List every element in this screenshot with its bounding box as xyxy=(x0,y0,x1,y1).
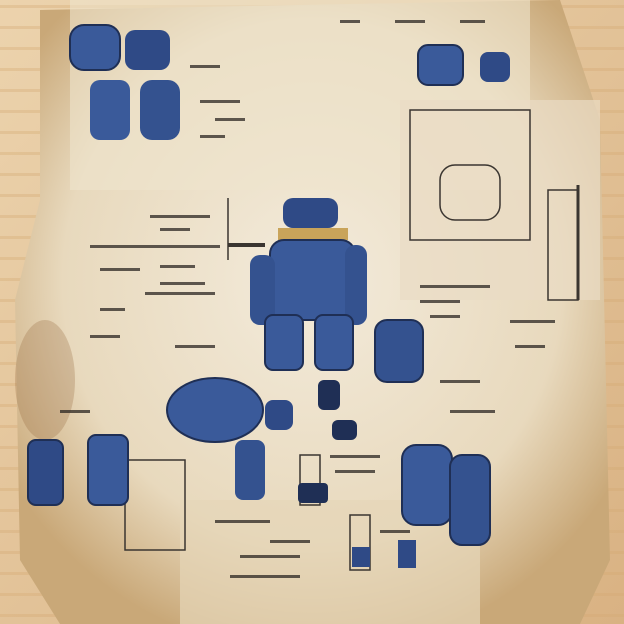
paper-stain xyxy=(15,320,75,440)
annotation-line xyxy=(335,470,375,473)
annotation-line xyxy=(90,335,120,338)
annotation-line xyxy=(380,530,410,533)
illegible-annotations xyxy=(60,20,555,578)
robot-heads-top-right xyxy=(417,44,510,86)
annotation-line xyxy=(100,308,125,311)
annotation-line xyxy=(215,520,270,523)
annotation-line xyxy=(190,65,220,68)
annotation-line xyxy=(145,292,215,295)
annotation-line xyxy=(90,245,220,248)
annotation-line xyxy=(160,228,190,231)
annotation-line xyxy=(200,100,240,103)
technical-outlines xyxy=(124,109,580,571)
annotation-line xyxy=(160,282,205,285)
annotation-line xyxy=(340,20,360,23)
armor-parts xyxy=(298,319,424,568)
annotation-line xyxy=(460,20,485,23)
annotation-line xyxy=(175,345,215,348)
robot-crouched-left xyxy=(166,377,293,500)
annotation-line xyxy=(100,268,140,271)
robot-legs-bottom-left xyxy=(27,434,129,506)
annotation-line xyxy=(230,575,300,578)
annotation-line xyxy=(200,135,225,138)
annotation-line xyxy=(395,20,425,23)
annotation-line xyxy=(510,320,555,323)
annotation-line xyxy=(240,555,300,558)
annotation-line xyxy=(420,285,490,288)
robot-front-view xyxy=(250,198,367,371)
annotation-line xyxy=(270,540,310,543)
annotation-line xyxy=(160,265,195,268)
annotation-line xyxy=(440,380,480,383)
annotation-line xyxy=(60,410,90,413)
annotation-line xyxy=(215,118,245,121)
robot-top-left xyxy=(69,24,180,140)
annotation-line xyxy=(430,315,460,318)
annotation-line xyxy=(330,455,380,458)
robot-bottom-right xyxy=(401,444,491,546)
annotation-line xyxy=(450,410,495,413)
annotation-line xyxy=(420,300,460,303)
annotation-line xyxy=(150,215,210,218)
annotation-line xyxy=(515,345,545,348)
